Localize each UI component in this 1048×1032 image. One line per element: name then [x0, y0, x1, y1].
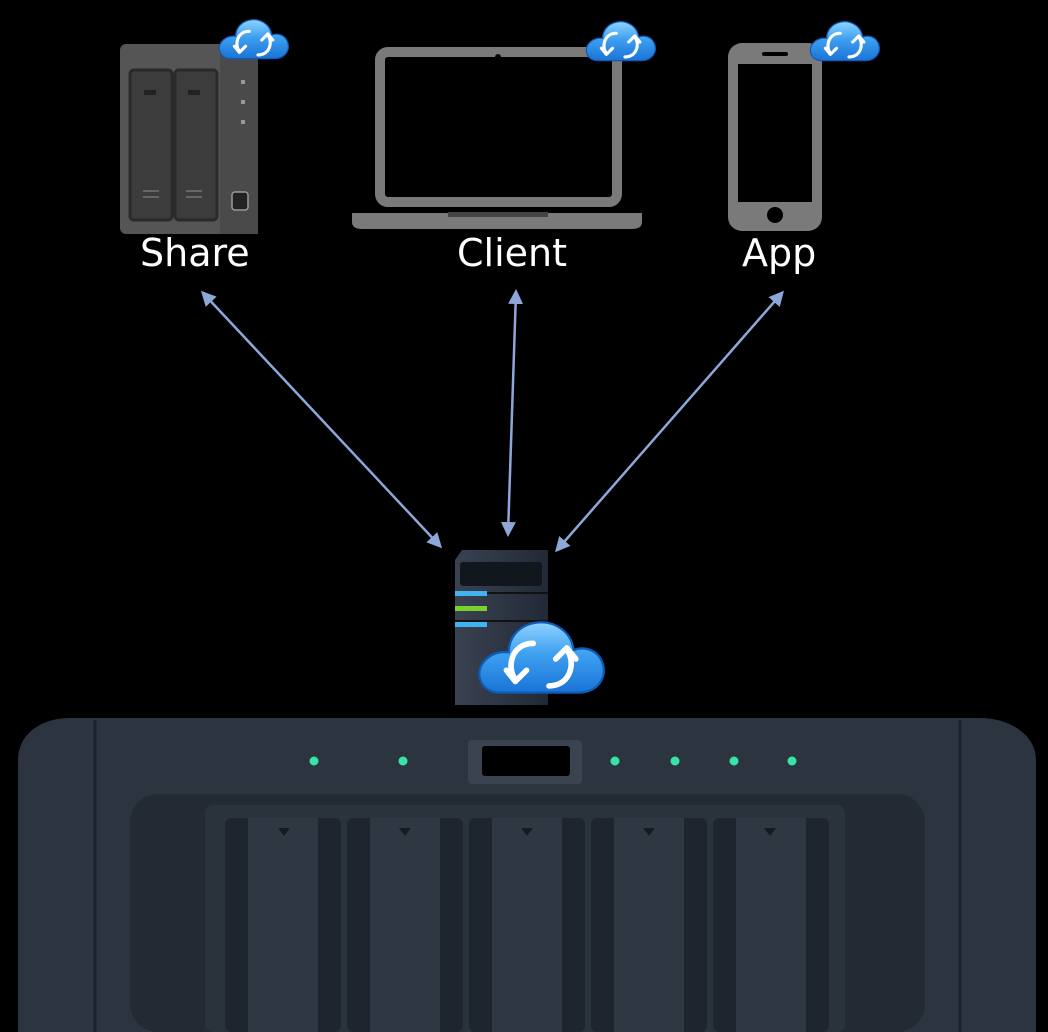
smartphone-icon: [728, 43, 822, 231]
sync-arrow-app: [555, 290, 784, 553]
drive-bay-4: [591, 818, 707, 1032]
sync-arrow-share: [200, 290, 443, 549]
drive-bay-5: [713, 818, 829, 1032]
nas-unit-bottom: [18, 718, 1036, 1032]
client-label: Client: [457, 231, 568, 275]
drive-bay-2: [347, 818, 463, 1032]
drive-bay-1: [225, 818, 341, 1032]
status-led: [610, 756, 620, 766]
cloud-sync-icon: [808, 20, 881, 63]
status-led: [787, 756, 797, 766]
drive-bay-3: [469, 818, 585, 1032]
cloud-sync-icon: [217, 18, 290, 61]
sync-arrow-client: [500, 289, 524, 537]
status-led: [309, 756, 319, 766]
status-led: [729, 756, 739, 766]
cloud-sync-icon: [584, 20, 657, 63]
status-led: [670, 756, 680, 766]
nas-icon: [120, 44, 258, 234]
laptop-icon: [352, 47, 642, 229]
status-led: [398, 756, 408, 766]
app-label: App: [742, 231, 817, 275]
share-label: Share: [140, 231, 250, 275]
